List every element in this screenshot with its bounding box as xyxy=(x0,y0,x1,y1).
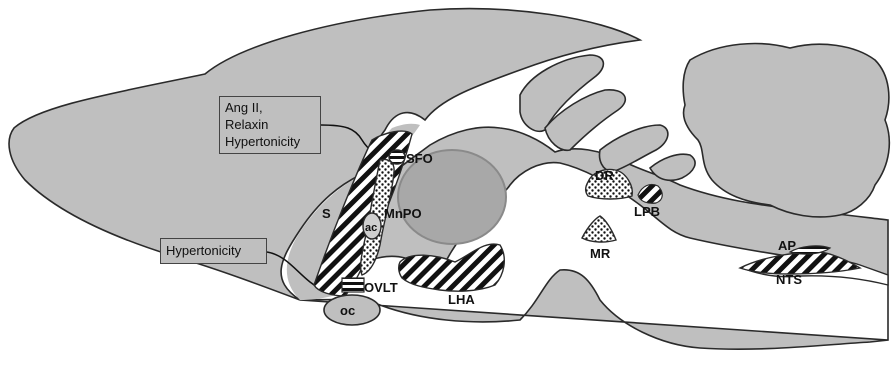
label-nts: NTS xyxy=(776,272,802,287)
tectum-lobe-4 xyxy=(650,154,695,180)
sfo-region xyxy=(389,150,405,164)
label-dr: DR xyxy=(595,168,614,183)
label-mnpo: MnPO xyxy=(384,206,422,221)
label-oc: oc xyxy=(340,303,355,318)
label-lha: LHA xyxy=(448,292,475,307)
label-ap: AP xyxy=(778,238,796,253)
ovlt-region xyxy=(342,278,364,292)
mr-region xyxy=(582,216,616,242)
label-mr: MR xyxy=(590,246,611,261)
label-lpb: LPB xyxy=(634,204,660,219)
label-s: S xyxy=(322,206,331,221)
label-sfo: SFO xyxy=(406,151,433,166)
stimuli-bottom-label: Hypertonicity xyxy=(166,243,241,258)
stimuli-box-top: Ang II, Relaxin Hypertonicity xyxy=(219,96,321,154)
stimuli-top-line-2: Relaxin xyxy=(225,116,315,133)
label-ac: ac xyxy=(365,222,377,234)
label-ovlt: OVLT xyxy=(364,280,398,295)
stimuli-top-line-3: Hypertonicity xyxy=(225,133,315,150)
stimuli-top-line-1: Ang II, xyxy=(225,99,315,116)
cerebellum-shape xyxy=(683,44,889,217)
stimuli-box-bottom: Hypertonicity xyxy=(160,238,267,264)
